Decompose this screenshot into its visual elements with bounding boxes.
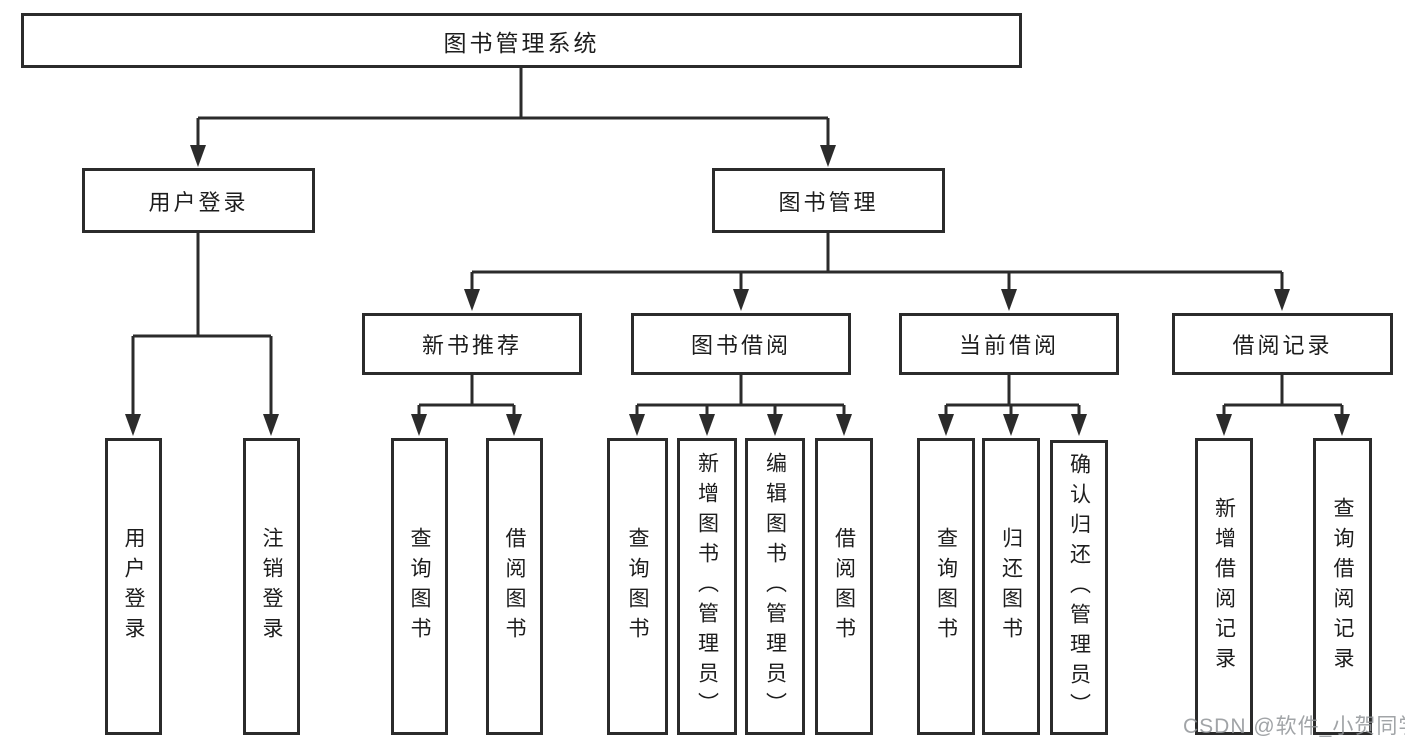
- leaf-query-books-current: 查询图书: [917, 438, 975, 735]
- node-label: 图书管理: [778, 189, 879, 215]
- node-label: 注销登录: [260, 526, 283, 647]
- leaf-logout: 注销登录: [243, 438, 300, 735]
- node-new-book-recommend: 新书推荐: [362, 313, 582, 375]
- edge-borrow-to-leaves: [635, 375, 846, 416]
- node-label: 查询借阅记录: [1331, 496, 1354, 677]
- node-label: 新增图书（管理员）: [695, 451, 719, 722]
- node-label: 借阅记录: [1232, 333, 1333, 358]
- edge-bookmgmt-to-level3: [470, 233, 1284, 292]
- edge-userlogin-to-leaves: [131, 233, 273, 416]
- leaf-confirm-return-admin: 确认归还（管理员）: [1050, 440, 1108, 735]
- node-current-borrowing: 当前借阅: [899, 313, 1119, 375]
- node-label: 图书借阅: [690, 333, 791, 358]
- edge-root-to-level2: [196, 68, 830, 148]
- leaf-user-login: 用户登录: [105, 438, 162, 735]
- node-label: 查询图书: [934, 526, 958, 647]
- node-label: 归还图书: [999, 526, 1023, 647]
- node-library-management-system: 图书管理系统: [21, 13, 1022, 68]
- node-label: 查询图书: [626, 526, 649, 647]
- node-user-login: 用户登录: [82, 168, 315, 233]
- node-label: 确认归还（管理员）: [1067, 452, 1091, 723]
- leaf-return-books: 归还图书: [982, 438, 1040, 735]
- node-book-borrowing: 图书借阅: [631, 313, 851, 375]
- node-borrowing-records: 借阅记录: [1172, 313, 1393, 375]
- node-label: 新增借阅记录: [1212, 496, 1236, 677]
- node-label: 查询图书: [408, 526, 431, 647]
- leaf-add-borrow-record: 新增借阅记录: [1195, 438, 1253, 735]
- node-label: 借阅图书: [832, 526, 856, 647]
- node-book-management: 图书管理: [712, 168, 945, 233]
- leaf-query-books-recommend: 查询图书: [391, 438, 448, 735]
- csdn-watermark: CSDN @软件_小贺同学: [1183, 715, 1405, 738]
- leaf-borrow-books: 借阅图书: [815, 438, 873, 735]
- leaf-borrow-books-recommend: 借阅图书: [486, 438, 543, 735]
- leaf-edit-books-admin: 编辑图书（管理员）: [745, 438, 805, 735]
- leaf-query-books-borrowing: 查询图书: [607, 438, 668, 735]
- node-label: 图书管理系统: [443, 29, 600, 56]
- leaf-query-borrow-record: 查询借阅记录: [1313, 438, 1372, 735]
- node-label: 用户登录: [148, 189, 249, 215]
- node-label: 用户登录: [122, 526, 145, 647]
- edge-current-to-leaves: [944, 375, 1081, 416]
- edge-newbook-to-leaves: [417, 375, 516, 416]
- node-label: 新书推荐: [421, 333, 522, 358]
- node-label: 借阅图书: [503, 526, 526, 647]
- leaf-add-books-admin: 新增图书（管理员）: [677, 438, 737, 735]
- node-label: 编辑图书（管理员）: [763, 451, 787, 722]
- node-label: 当前借阅: [958, 333, 1059, 358]
- edge-records-to-leaves: [1222, 375, 1344, 416]
